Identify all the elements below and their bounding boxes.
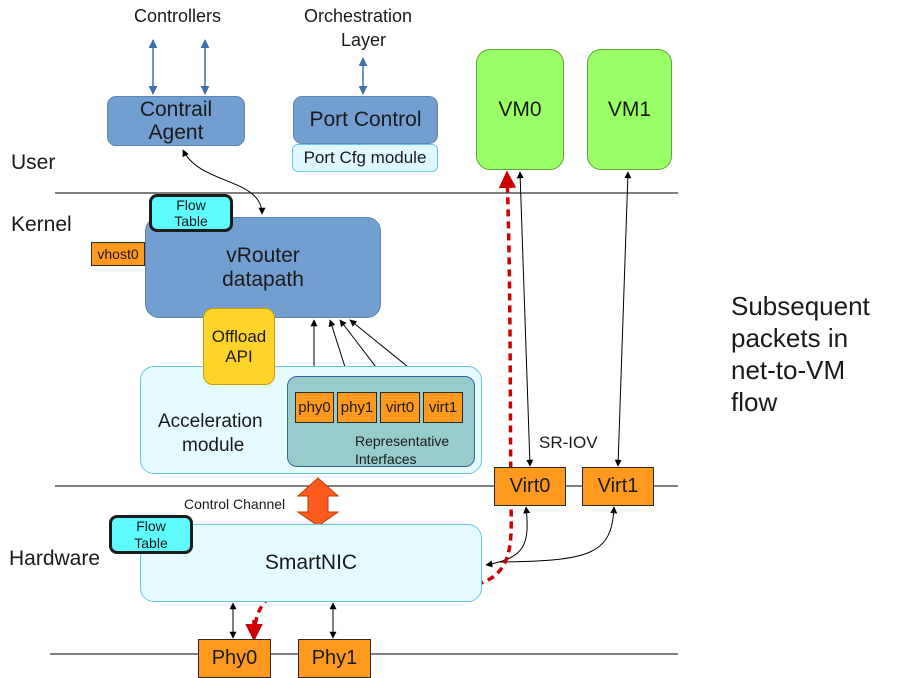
vhost0-box: vhost0 <box>91 242 145 266</box>
phy1-box: Phy1 <box>298 639 371 678</box>
port-cfg-module-label: Port Cfg module <box>303 148 427 167</box>
caption-line3: net-to-VM <box>731 355 846 385</box>
virt1-smartnic-link <box>497 506 618 563</box>
representative-label-line1: Representative <box>355 433 450 449</box>
rep-virt1-label: virt1 <box>428 399 458 416</box>
virt0-label: Virt0 <box>509 475 551 497</box>
rep-virt1-box: virt1 <box>423 392 463 423</box>
rep-phy0-label: phy0 <box>298 399 331 416</box>
smartnic-flow-table-line2: Table <box>134 534 168 551</box>
control-channel-label: Control Channel <box>184 496 286 512</box>
representative-label-line2: Interfaces <box>355 451 417 467</box>
port-control-label: Port Control <box>309 108 422 131</box>
caption-line2: packets in <box>731 323 849 353</box>
contrail-agent-box: Contrail Agent <box>107 96 245 146</box>
caption: Subsequent packets in net-to-VM flow <box>731 290 870 418</box>
rep-virt0-label: virt0 <box>385 399 415 416</box>
port-cfg-module-box: Port Cfg module <box>292 144 438 172</box>
rep-phy1-box: phy1 <box>337 392 377 423</box>
controllers-label: Controllers <box>134 6 222 26</box>
orchestration-label-line2: Layer <box>341 30 387 50</box>
vm1-virt1-link <box>614 171 632 467</box>
smartnic-label: SmartNIC <box>264 551 358 574</box>
vrouter-title: vRouter <box>226 243 300 267</box>
hardware-layer-label: Hardware <box>9 547 101 570</box>
vm0-box: VM0 <box>476 49 564 170</box>
kernel-layer-label: Kernel <box>11 213 72 236</box>
vhost0-label: vhost0 <box>97 246 139 262</box>
rep-phy1-label: phy1 <box>340 399 374 416</box>
vrouter-subtitle: datapath <box>222 267 304 291</box>
rep-phy0-box: phy0 <box>295 392 334 423</box>
offload-api-box: Offload API <box>203 308 275 385</box>
user-layer-label: User <box>11 151 56 174</box>
vrouter-datapath-box: vRouter datapath <box>145 217 381 318</box>
vm1-box: VM1 <box>587 49 672 170</box>
kernel-flow-table-box: Flow Table <box>149 194 233 232</box>
orchestration-label-line1: Orchestration <box>304 6 413 26</box>
phy1-label: Phy1 <box>311 647 358 669</box>
vm0-label: VM0 <box>498 97 542 121</box>
control-channel-arrow <box>296 477 340 527</box>
acceleration-module-label-line1: Acceleration <box>158 411 263 432</box>
virt1-box: Virt1 <box>582 467 654 506</box>
kernel-flow-table-line1: Flow <box>176 197 206 213</box>
kernel-flow-table-line2: Table <box>174 213 208 229</box>
smartnic-flow-table-line1: Flow <box>136 517 166 534</box>
caption-line4: flow <box>731 387 778 417</box>
caption-line1: Subsequent <box>731 291 870 321</box>
offload-api-line1: Offload <box>211 326 267 346</box>
agent-vrouter-link <box>182 149 266 215</box>
vm1-label: VM1 <box>607 97 652 121</box>
virt0-smartnic-link <box>485 506 531 568</box>
smartnic-box: SmartNIC <box>140 524 482 602</box>
phy0-label: Phy0 <box>211 647 258 669</box>
contrail-agent-subtitle: Agent <box>148 121 204 144</box>
contrail-agent-title: Contrail <box>139 98 213 121</box>
phy0-box: Phy0 <box>198 639 271 678</box>
sr-iov-label: SR-IOV <box>539 433 598 452</box>
vm0-virt0-link <box>516 171 534 467</box>
virt0-box: Virt0 <box>494 467 566 506</box>
virt1-label: Virt1 <box>597 475 639 497</box>
acceleration-module-label-line2: module <box>182 435 245 456</box>
offload-api-line2: API <box>225 346 253 366</box>
rep-virt0-box: virt0 <box>380 392 420 423</box>
smartnic-flow-table-box: Flow Table <box>109 515 193 554</box>
port-control-box: Port Control <box>293 96 438 144</box>
